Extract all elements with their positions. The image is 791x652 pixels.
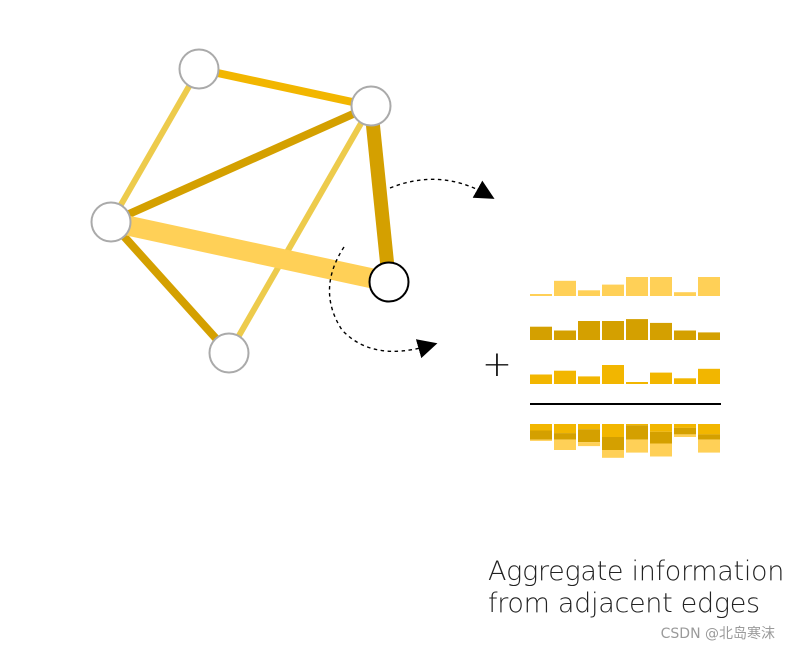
aggregate-bar-5-part-1 [626,424,648,426]
message-3-bar-6 [650,372,672,384]
watermark: CSDN @北岛寒沫 [660,626,775,642]
message-1-bar-6 [650,277,672,296]
aggregated-message [530,424,720,458]
message-3-bar-3 [578,376,600,384]
message-2-bar-3 [578,321,600,340]
message-2-bar-7 [674,330,696,340]
aggregate-bar-3-part-2 [578,429,600,443]
aggregate-bar-8-part-3 [698,439,720,453]
message-3-bar-5 [626,382,648,384]
message-1-bar-5 [626,277,648,296]
dashed-arrow-incoming [328,246,438,359]
edge-n1-n3 [108,67,202,224]
message-1-bar-8 [698,277,720,296]
message-2-bar-6 [650,322,672,340]
aggregate-bar-2-part-2 [554,433,576,440]
edge-n1-n4 [108,219,232,356]
message-2-bar-8 [698,332,720,340]
flow-arrows [328,178,495,359]
target-node [368,261,410,303]
message-3-bar-2 [554,370,576,384]
plus-operator: + [482,344,512,385]
aggregate-bar-7-part-2 [674,427,696,435]
aggregate-bar-6-part-2 [650,431,672,444]
aggregate-bar-7-part-3 [674,434,696,437]
aggregate-bar-3-part-1 [578,424,600,430]
node-n1 [90,201,132,243]
message-3-bar-4 [602,365,624,384]
aggregate-bar-4-part-3 [602,450,624,458]
aggregate-bar-1-part-2 [530,430,552,440]
edge-n1-focus [108,212,392,292]
message-2-bar-4 [602,321,624,340]
message-3-bar-7 [674,378,696,384]
nodes [90,48,410,374]
aggregate-bar-1-part-1 [530,424,552,431]
message-2-bar-5 [626,319,648,340]
node-n4 [208,332,250,374]
aggregate-bar-5-part-2 [626,425,648,440]
edge-messages [530,277,720,384]
aggregate-bar-8-part-1 [698,424,720,435]
message-1-bar-2 [554,280,576,296]
message-3-bar-1 [530,374,552,384]
aggregate-bar-5-part-3 [626,439,648,453]
edge-n1-n2 [109,102,373,226]
aggregate-bar-1-part-3 [530,439,552,441]
message-3-bar-8 [698,368,720,384]
node-n3 [178,48,220,90]
message-1-bar-3 [578,290,600,296]
edge-n2-n3 [198,65,372,110]
message-1-bar-7 [674,292,696,296]
message-1-bar-1 [530,294,552,296]
edge-n2-n4 [226,104,374,355]
caption-line-1: Aggregate information [488,556,785,587]
aggregate-bar-6-part-3 [650,443,672,457]
caption: Aggregate information from adjacent edge… [488,556,784,620]
message-2-bar-2 [554,330,576,340]
aggregate-bar-2-part-3 [554,439,576,450]
aggregate-bar-7-part-1 [674,424,696,428]
aggregate-bar-4-part-1 [602,424,624,437]
aggregate-bar-2-part-1 [554,424,576,434]
message-1-bar-4 [602,284,624,296]
message-2-bar-1 [530,326,552,340]
aggregate-bar-4-part-2 [602,437,624,450]
aggregate-bar-6-part-1 [650,424,672,432]
caption-line-2: from adjacent edges [488,588,760,619]
aggregate-bar-3-part-3 [578,442,600,447]
edges [108,65,396,356]
dashed-arrow-outgoing [389,178,495,199]
node-n2 [350,85,392,127]
edge-n2-focus [364,105,396,283]
aggregate-bar-8-part-2 [698,434,720,440]
